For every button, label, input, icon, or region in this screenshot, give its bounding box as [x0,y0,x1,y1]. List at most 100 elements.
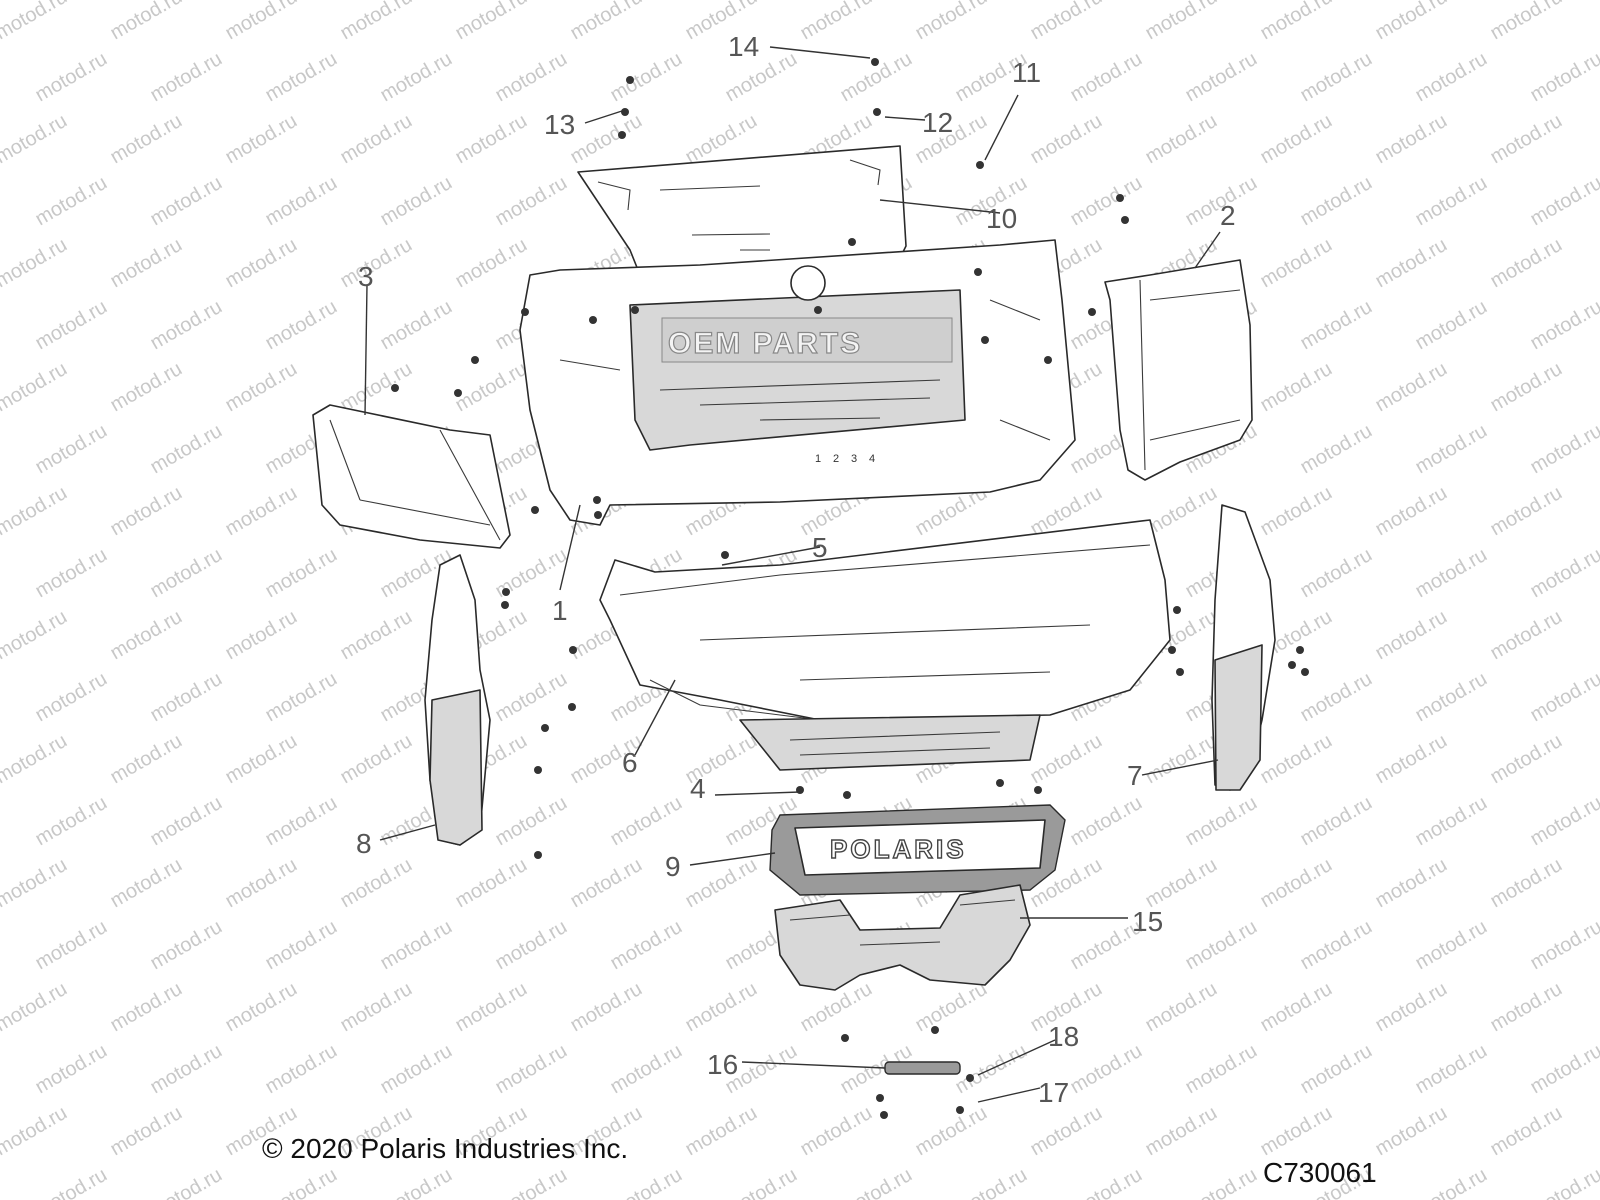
watermark-text: motod.ru [1412,668,1491,727]
fastener-clip [541,724,549,732]
watermark-text: motod.ru [1372,730,1451,789]
watermark-text: motod.ru [1412,916,1491,975]
fastener-clip [1116,194,1124,202]
watermark-text: motod.ru [1372,854,1451,913]
watermark-text: motod.ru [107,358,186,417]
fastener-clip [931,1026,939,1034]
fastener-clip [1296,646,1304,654]
watermark-text: motod.ru [1527,544,1600,603]
watermark-text: motod.ru [107,606,186,665]
watermark-text: motod.ru [452,0,531,44]
watermark-text: motod.ru [262,1040,341,1099]
watermark-text: motod.ru [1527,792,1600,851]
watermark-text: motod.ru [1412,544,1491,603]
watermark-text: motod.ru [1297,544,1376,603]
fastener-clip [1288,661,1296,669]
watermark-text: motod.ru [1487,234,1566,293]
watermark-text: motod.ru [1142,978,1221,1037]
watermark-text: motod.ru [1527,48,1600,107]
watermark-text: motod.ru [1412,172,1491,231]
watermark-text: motod.ru [492,172,571,231]
fastener-clip [814,306,822,314]
panel-label-2: 2 [833,453,839,465]
watermark-text: motod.ru [1297,792,1376,851]
watermark-text: motod.ru [1027,730,1106,789]
watermark-text: motod.ru [837,48,916,107]
watermark-text: motod.ru [1142,110,1221,169]
fastener-clip [871,58,879,66]
watermark-text: motod.ru [567,854,646,913]
watermark-text: motod.ru [492,792,571,851]
watermark-text: motod.ru [1372,358,1451,417]
watermark-text: motod.ru [1372,978,1451,1037]
callout-16: 16 [707,1049,738,1080]
fastener-clip [956,1106,964,1114]
watermark-text: motod.ru [452,110,531,169]
watermark-text: motod.ru [147,172,226,231]
watermark-text: motod.ru [1487,0,1566,44]
watermark-text: motod.ru [147,544,226,603]
watermark-text: motod.ru [1412,1164,1491,1200]
fastener-clip [589,316,597,324]
watermark-text: motod.ru [222,606,301,665]
watermark-text: motod.ru [377,1040,456,1099]
watermark-text: motod.ru [607,1164,686,1200]
watermark-text: motod.ru [147,916,226,975]
watermark-text: motod.ru [222,110,301,169]
watermark-text: motod.ru [1527,1040,1600,1099]
watermark-text: motod.ru [1182,916,1261,975]
watermark-text: motod.ru [912,0,991,44]
watermark-text: motod.ru [797,0,876,44]
watermark-text: motod.ru [1257,110,1336,169]
watermark-text: motod.ru [1297,420,1376,479]
watermark-text: motod.ru [1487,1102,1566,1161]
watermark-text: motod.ru [0,978,71,1037]
part-8-left-fender [424,554,491,846]
watermark-text: motod.ru [222,0,301,44]
watermark-text: motod.ru [1067,48,1146,107]
watermark-text: motod.ru [337,978,416,1037]
watermark-text: motod.ru [262,296,341,355]
callout-2: 2 [1220,200,1236,231]
fastener-clip [531,506,539,514]
watermark-text: motod.ru [492,1040,571,1099]
grille-logo-text: POLARIS [830,834,967,864]
part-15-skid-plate [774,884,1031,991]
fastener-clip [1176,668,1184,676]
watermark-text: motod.ru [1027,1102,1106,1161]
watermark-text: motod.ru [222,234,301,293]
watermark-text: motod.ru [262,172,341,231]
watermark-text: motod.ru [1257,358,1336,417]
panel-number-labels: 1 2 3 4 [815,453,875,465]
watermark-text: motod.ru [567,110,646,169]
callout-18: 18 [1048,1021,1079,1052]
fastener-clip [721,551,729,559]
watermark-text: motod.ru [1182,792,1261,851]
watermark-text: motod.ru [0,730,71,789]
watermark-text: motod.ru [1257,854,1336,913]
fastener-clip [966,1074,974,1082]
watermark-text: motod.ru [107,1102,186,1161]
watermark-text: motod.ru [837,1164,916,1200]
part-2-right-side-panel [1104,259,1253,481]
watermark-text: motod.ru [1372,482,1451,541]
watermark-text: motod.ru [912,978,991,1037]
watermark-text: motod.ru [1182,48,1261,107]
fastener-clip [981,336,989,344]
watermark-text: motod.ru [377,172,456,231]
watermark-text: motod.ru [1412,420,1491,479]
watermark-text: motod.ru [1297,668,1376,727]
watermark-text: motod.ru [1527,1164,1600,1200]
watermark-text: motod.ru [262,1164,341,1200]
watermark-text: motod.ru [32,172,111,231]
watermark-text: motod.ru [147,1164,226,1200]
callout-7: 7 [1127,760,1143,791]
watermark-text: motod.ru [32,544,111,603]
callout-13: 13 [544,109,575,140]
callout-11: 11 [1012,57,1041,88]
watermark-text: motod.ru [1257,482,1336,541]
drawing-code: C730061 [1263,1157,1377,1188]
watermark-text: motod.ru [107,234,186,293]
copyright-notice: © 2020 Polaris Industries Inc. [262,1133,629,1164]
watermark-text: motod.ru [377,916,456,975]
